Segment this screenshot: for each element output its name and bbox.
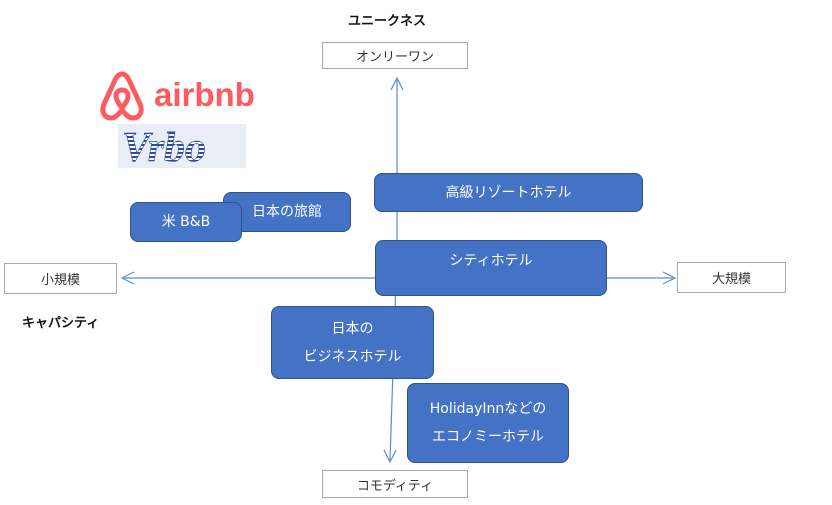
- node-label: 高級リゾートホテル: [445, 184, 572, 201]
- arrowhead-right: [662, 271, 677, 285]
- node-business-hotel: 日本の ビジネスホテル: [271, 306, 434, 379]
- node-economy-hotel: HolidayInnなどの エコノミーホテル: [407, 383, 569, 463]
- arrowhead-down: [383, 449, 397, 464]
- right-end-label: 大規模: [677, 262, 786, 293]
- vrbo-wordmark: Vrbo: [122, 125, 206, 168]
- node-label-line2: ビジネスホテル: [303, 348, 402, 365]
- arrowhead-left: [120, 271, 135, 285]
- node-japanese-ryokan: 日本の旅館: [223, 192, 351, 232]
- airbnb-wordmark: airbnb: [154, 76, 255, 113]
- airbnb-belo-icon: [100, 71, 144, 121]
- arrowhead-up: [390, 76, 404, 91]
- top-end-label: オンリーワン: [322, 42, 468, 69]
- node-label: 日本の旅館: [252, 204, 322, 220]
- left-end-label: 小規模: [4, 263, 117, 294]
- node-label-line1: 日本の: [331, 320, 374, 337]
- node-label: 米 B&B: [161, 214, 211, 230]
- node-city-hotel: シティホテル: [375, 240, 607, 296]
- airbnb-logo: airbnb: [100, 71, 255, 121]
- node-label: シティホテル: [449, 253, 533, 269]
- node-label-line1: HolidayInnなどの: [429, 401, 547, 417]
- vertical-axis-title: ユニークネス: [348, 14, 427, 29]
- horizontal-axis-title: キャパシティ: [22, 316, 100, 331]
- bottom-end-label: コモディティ: [322, 470, 468, 498]
- vrbo-logo: Vrbo: [118, 124, 246, 168]
- node-label-line2: エコノミーホテル: [432, 429, 544, 445]
- node-us-bnb: 米 B&B: [130, 202, 242, 242]
- node-luxury-resort-hotel: 高級リゾートホテル: [374, 173, 643, 212]
